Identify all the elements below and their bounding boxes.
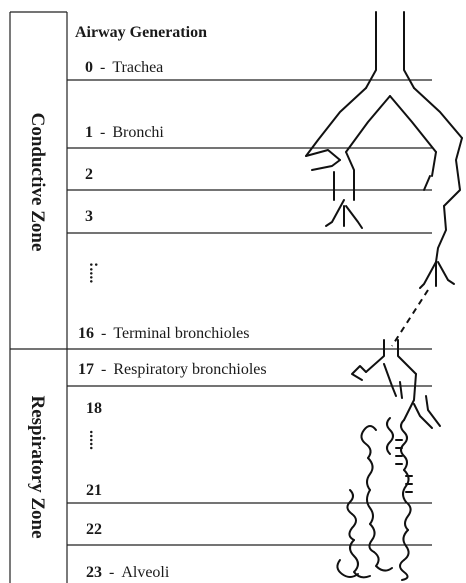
generation-row-16: 16 - Terminal bronchioles (78, 325, 250, 342)
generation-number: 2 (85, 166, 93, 183)
generation-row-23: 23 - Alveoli (86, 564, 170, 581)
generation-row-18: 18 (86, 400, 102, 417)
table-frame (10, 12, 432, 583)
generation-row-0: 0 - Trachea (85, 59, 163, 76)
generation-row-17: 17 - Respiratory bronchioles (78, 361, 267, 378)
generation-number: 23 (86, 564, 102, 581)
generation-separator: - (101, 361, 106, 378)
svg-text:16 - Terminal bron: 16 - Terminal bronchioles (78, 325, 250, 342)
generation-row-2: 2 (85, 166, 93, 183)
svg-text:22: 22 (86, 521, 102, 538)
generation-row-1: 1 - Bronchi (85, 124, 164, 141)
generation-name: Trachea (112, 59, 163, 76)
generation-separator: - (100, 59, 105, 76)
svg-text:3: 3 (85, 208, 93, 225)
zone-label-respiratory: Respiratory Zone (27, 395, 48, 538)
airway-tree-illustration (306, 12, 462, 580)
generation-number: 1 (85, 124, 93, 141)
generation-name: Respiratory bronchioles (113, 361, 266, 378)
generation-ellipsis-respiratory: ..... (86, 430, 103, 450)
generation-number: 21 (86, 482, 102, 499)
generation-row-3: 3 (85, 208, 93, 225)
svg-text:21: 21 (86, 482, 102, 499)
generation-number: 0 (85, 59, 93, 76)
svg-text:17 - Respiratory b: 17 - Respiratory bronchioles (78, 361, 267, 378)
generation-number: 18 (86, 400, 102, 417)
generation-separator: - (101, 325, 106, 342)
column-header: Airway Generation (75, 24, 207, 41)
generation-ellipsis-conductive: :.... (86, 262, 103, 283)
generation-row-21: 21 (86, 482, 102, 499)
generation-number: 17 (78, 361, 94, 378)
svg-text:0 - Trachea: 0 - Trachea (85, 59, 163, 76)
svg-text:2: 2 (85, 166, 93, 183)
generation-row-22: 22 (86, 521, 102, 538)
generation-name: Alveoli (121, 564, 170, 581)
svg-text:23 - Alveoli: 23 - Alveoli (86, 564, 170, 581)
generation-number: 3 (85, 208, 93, 225)
generation-name: Bronchi (112, 124, 164, 141)
svg-text:1 - Bronchi: 1 - Bronchi (85, 124, 164, 141)
generation-number: 22 (86, 521, 102, 538)
svg-text:18: 18 (86, 400, 102, 417)
generation-number: 16 (78, 325, 94, 342)
generation-separator: - (100, 124, 105, 141)
generation-separator: - (109, 564, 114, 581)
row-dividers (67, 80, 432, 545)
generation-name: Terminal bronchioles (113, 325, 249, 342)
zone-label-conductive: Conductive Zone (27, 113, 48, 252)
